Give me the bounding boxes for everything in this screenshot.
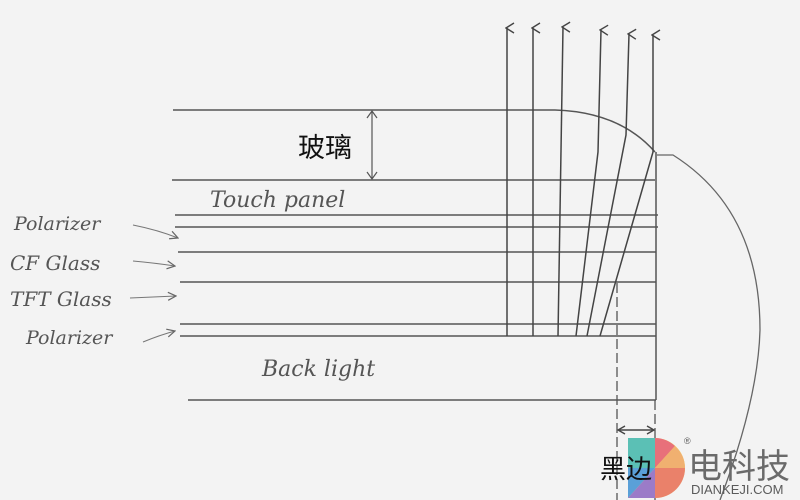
label-pointers	[129, 224, 178, 343]
logo-brand-en: DIANKEJI.COM	[691, 482, 783, 497]
logo-brand-cn: 电科技	[688, 447, 790, 487]
bezel-arrow-right	[646, 425, 656, 435]
bezel-arrow-left	[616, 425, 626, 435]
backlight-label: Back light	[261, 357, 375, 382]
thickness-arrow-head-down	[366, 171, 378, 181]
layer-lines	[172, 109, 658, 401]
tft-glass-label: TFT Glass	[10, 287, 112, 311]
glass-label: 玻璃	[298, 133, 352, 164]
registered-mark: ®	[684, 436, 691, 446]
curved-glass-edge	[554, 109, 656, 153]
dianketi-logo: ® 电科技 DIANKEJI.COM	[628, 436, 790, 498]
polarizer-bottom-label: Polarizer	[25, 327, 114, 349]
outer-curve	[657, 154, 761, 500]
bezel-label: 黑边	[600, 455, 652, 485]
ray-4	[575, 30, 601, 337]
touch-panel-label: Touch panel	[210, 188, 345, 213]
cf-glass-label: CF Glass	[10, 251, 100, 275]
light-rays	[507, 27, 653, 337]
ray-6	[599, 35, 653, 337]
polarizer-top-label: Polarizer	[13, 213, 102, 235]
ray-3	[557, 27, 563, 337]
thickness-arrow-head-up	[366, 109, 378, 119]
ray-5	[586, 34, 629, 337]
